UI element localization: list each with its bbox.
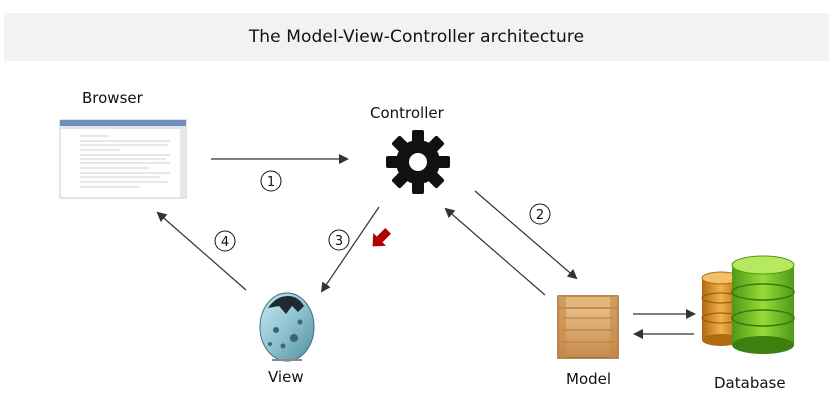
egg-icon xyxy=(259,292,315,362)
browser-window-icon xyxy=(59,119,187,199)
step-marker-1: 1 xyxy=(260,170,282,192)
browser-label: Browser xyxy=(82,89,143,107)
svg-text:3: 3 xyxy=(335,234,343,249)
diagram-title: The Model-View-Controller architecture xyxy=(248,27,585,47)
title-bar: The Model-View-Controller architecture xyxy=(4,13,829,61)
svg-text:4: 4 xyxy=(221,235,229,250)
arrow-view-to-browser xyxy=(156,211,247,291)
svg-text:2: 2 xyxy=(536,208,544,223)
step-marker-4: 4 xyxy=(214,230,236,252)
controller-label: Controller xyxy=(370,104,444,122)
arrow-controller-to-view xyxy=(320,206,380,293)
wooden-crate-icon xyxy=(557,295,619,359)
arrow-model-to-controller xyxy=(444,207,546,296)
view-label: View xyxy=(268,368,304,386)
model-label: Model xyxy=(566,370,612,388)
step-marker-2: 2 xyxy=(529,203,551,225)
database-cylinders-icon xyxy=(701,255,795,354)
highlight-arrow-icon xyxy=(372,228,391,247)
gear-icon xyxy=(386,130,450,194)
svg-text:1: 1 xyxy=(267,175,275,190)
database-label: Database xyxy=(714,374,786,392)
arrow-controller-to-model xyxy=(474,190,578,280)
step-marker-3: 3 xyxy=(328,229,350,251)
